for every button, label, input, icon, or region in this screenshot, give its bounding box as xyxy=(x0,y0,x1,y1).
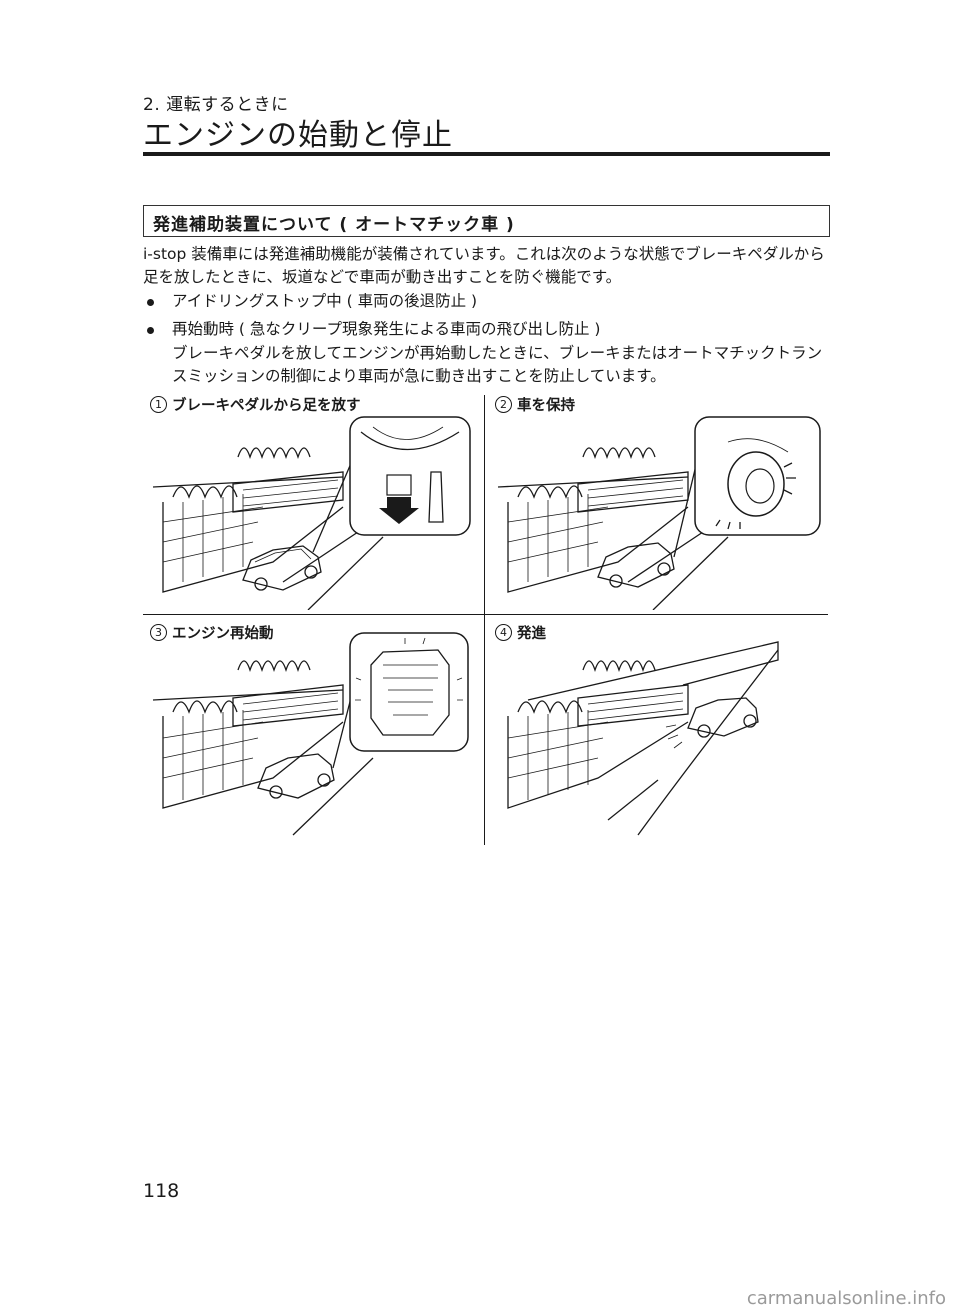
bullet-dot xyxy=(147,299,154,306)
car-icon xyxy=(257,753,335,799)
figure-caption: 3 エンジン再始動 xyxy=(150,622,274,643)
page-title: エンジンの始動と停止 xyxy=(143,118,453,153)
figure-caption-text: エンジン再始動 xyxy=(172,626,274,642)
watermark: carmanualsonline.info xyxy=(746,1288,946,1309)
figure-divider-vertical xyxy=(484,395,485,845)
car-icon xyxy=(665,697,759,749)
engine-icon xyxy=(349,632,469,752)
page-number: 118 xyxy=(143,1180,180,1202)
figure-caption: 1 ブレーキペダルから足を放す xyxy=(150,394,361,415)
street-scene xyxy=(507,641,779,836)
bullet-item: アイドリングストップ中 ( 車両の後退防止 ) xyxy=(172,292,478,310)
figure-number: 3 xyxy=(150,624,167,641)
car-icon xyxy=(242,545,322,591)
wheel-hold-icon xyxy=(694,416,821,536)
illustration-hold-car xyxy=(497,416,821,610)
chapter-label: 2. 運転するときに xyxy=(143,95,289,115)
bullet-dot xyxy=(147,327,154,334)
figure-caption-text: ブレーキペダルから足を放す xyxy=(172,398,361,414)
figure-caption: 4 発進 xyxy=(495,622,546,643)
figure-number: 1 xyxy=(150,396,167,413)
intro-paragraph: i-stop 装備車には発進補助機能が装備されています。これは次のような状態でブ… xyxy=(143,245,825,286)
street-scene xyxy=(152,447,384,610)
illustration-release-brake xyxy=(152,416,471,610)
car-icon xyxy=(597,542,675,588)
figure-divider-horizontal xyxy=(143,614,828,615)
street-scene xyxy=(152,660,374,836)
brake-pedal-icon xyxy=(349,416,471,536)
section-title: 発進補助装置について ( オートマチック車 ) xyxy=(153,215,515,235)
section-heading-box xyxy=(143,205,830,237)
figure-number: 4 xyxy=(495,624,512,641)
bullet-item: 再始動時 ( 急なクリープ現象発生による車両の飛び出し防止 ) xyxy=(172,320,601,338)
figure-caption-text: 車を保持 xyxy=(517,398,575,414)
title-rule xyxy=(143,152,830,156)
illustration-start-moving xyxy=(507,641,779,836)
figure-caption: 2 車を保持 xyxy=(495,394,575,415)
figure-number: 2 xyxy=(495,396,512,413)
illustration-engine-restart xyxy=(152,632,469,836)
figure-caption-text: 発進 xyxy=(517,626,546,642)
bullet-sub-paragraph: ブレーキペダルを放してエンジンが再始動したときに、ブレーキまたはオートマチックト… xyxy=(172,344,823,385)
